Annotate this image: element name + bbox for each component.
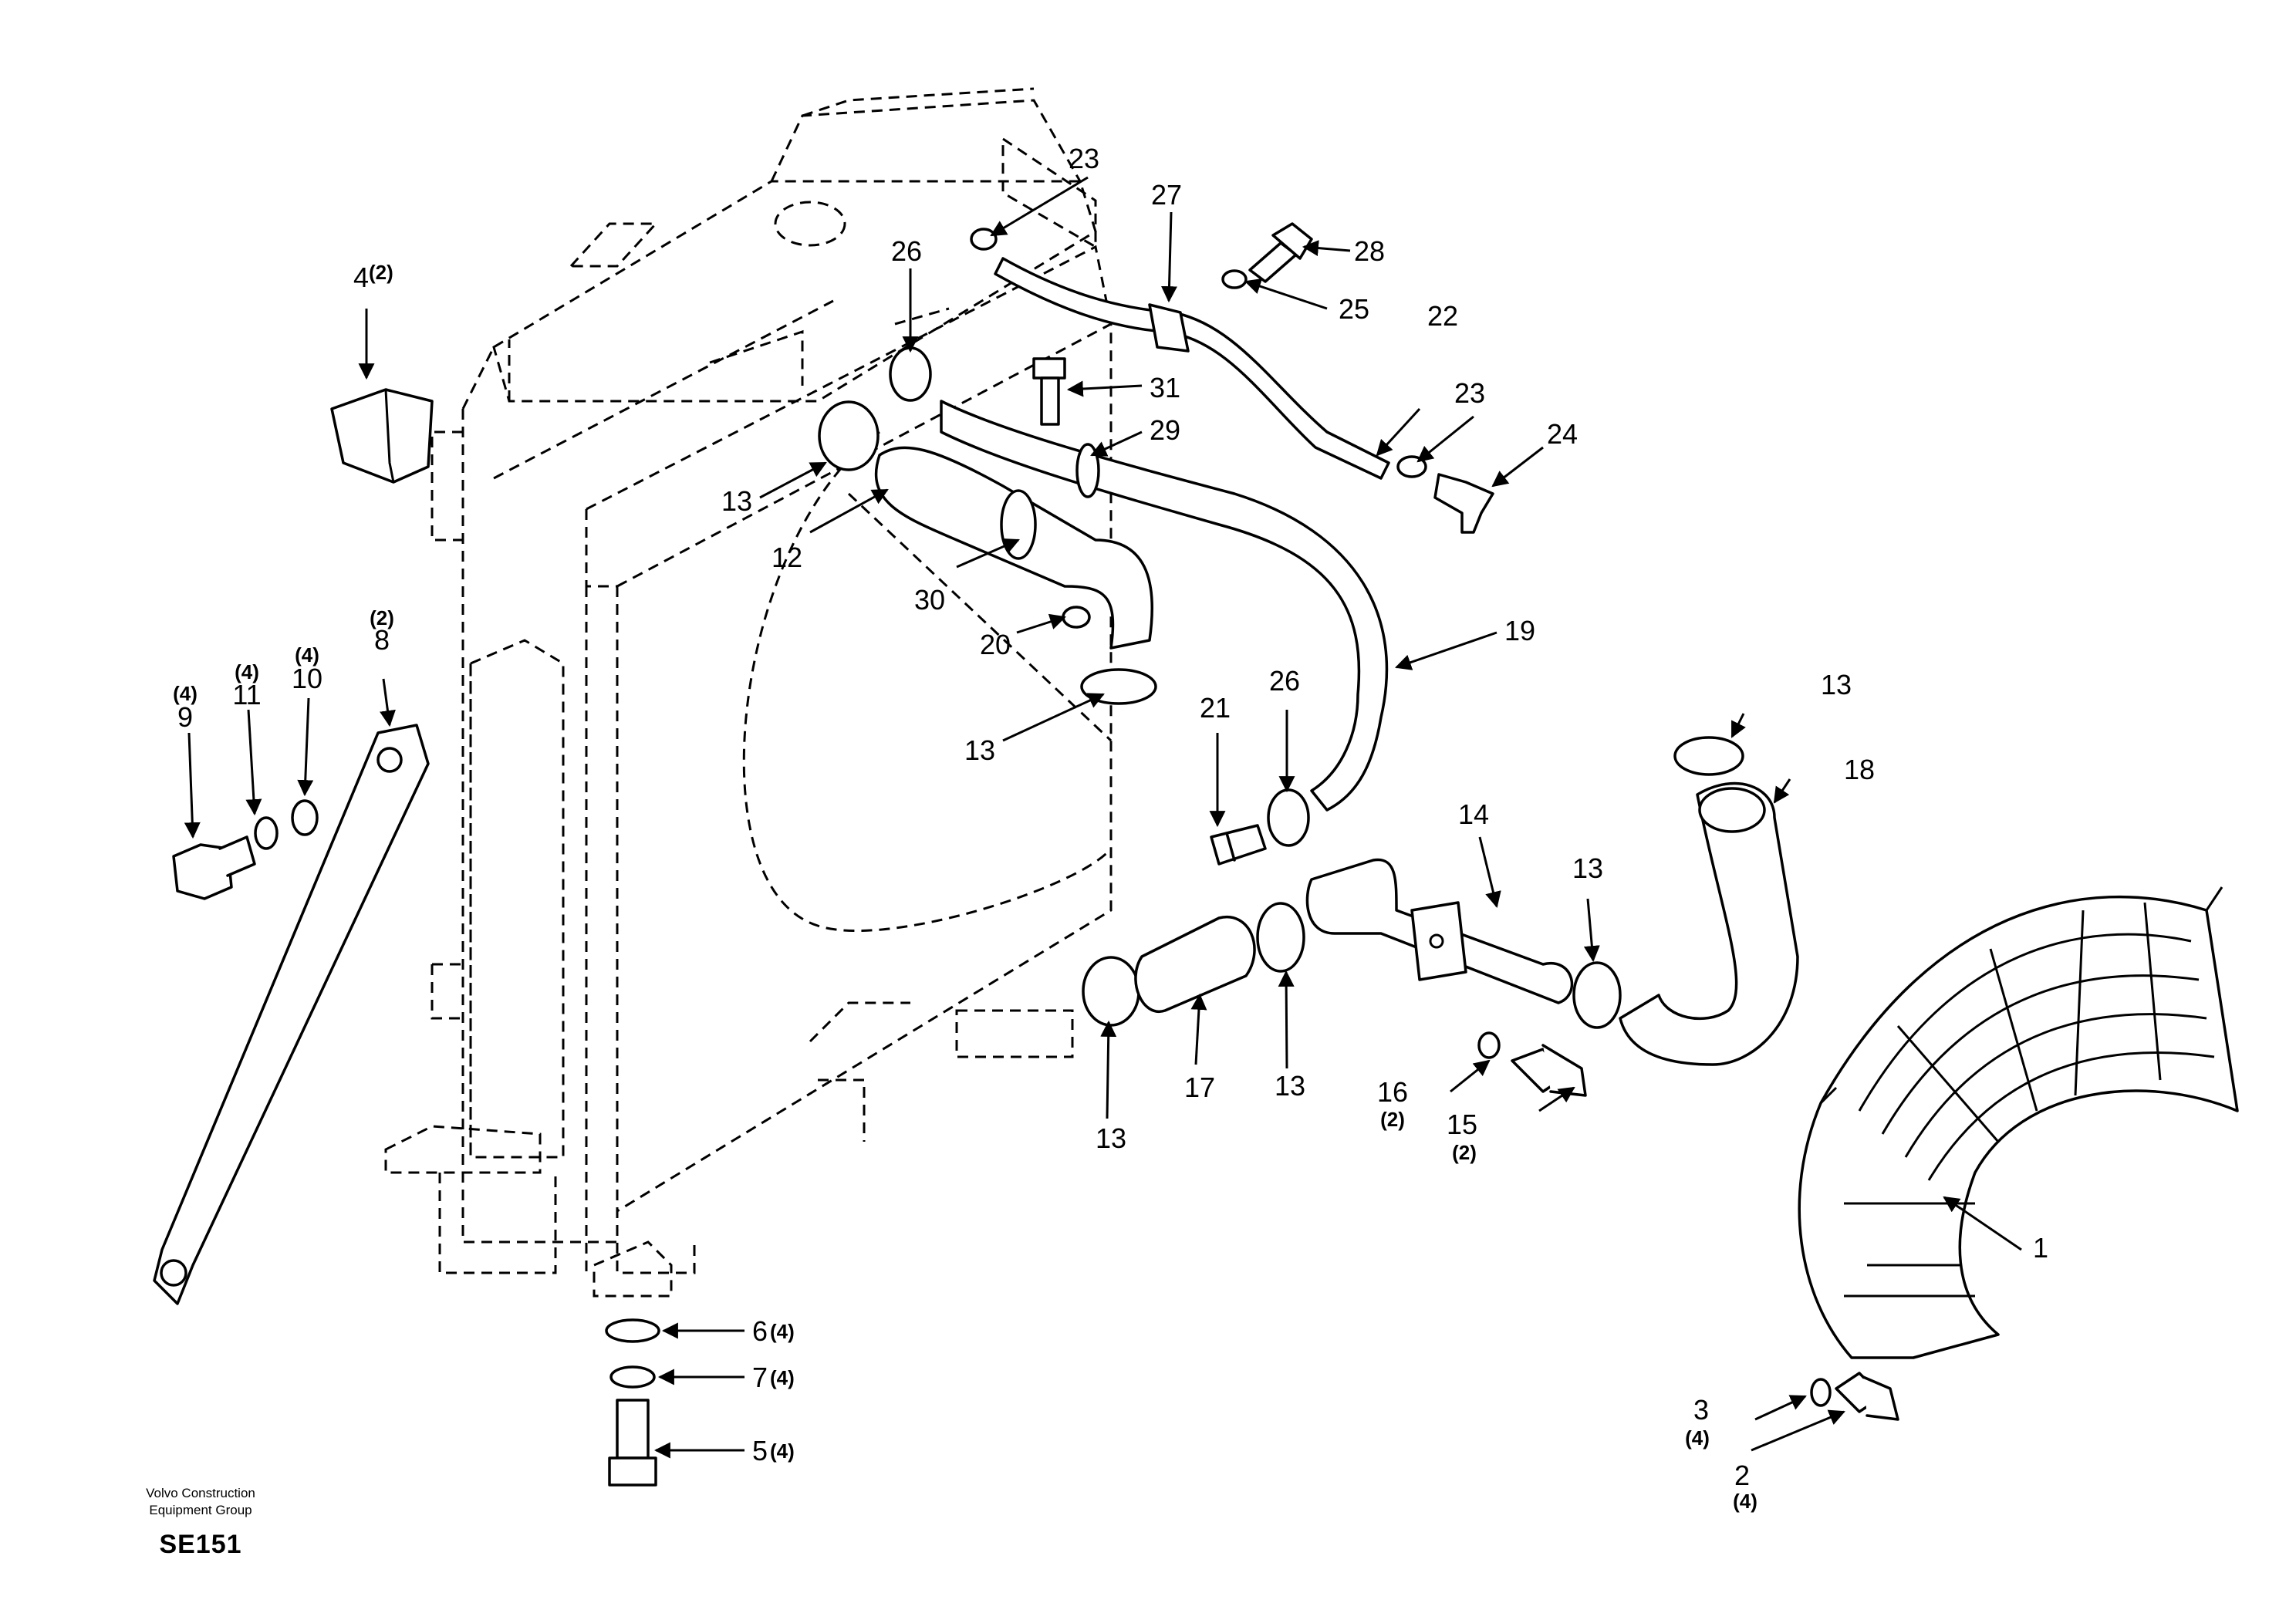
callout-2-number: 2 <box>1734 1460 1750 1491</box>
callout-5-number: 5 <box>752 1435 768 1466</box>
callout-20-number: 20 <box>980 629 1011 660</box>
callout-13-number-a: 13 <box>721 485 752 517</box>
part-4-cushion <box>330 388 434 484</box>
callout-19-number: 19 <box>1504 615 1535 646</box>
part-17-straight-hose <box>1134 915 1256 1014</box>
callout-labels: 1 2 (4) 3 (4) 4 (2) 5 (4) 6 (4) 7 (4) (2… <box>173 143 2048 1513</box>
part-3-washer <box>1810 1378 1832 1407</box>
callout-13-number-f: 13 <box>1821 669 1852 700</box>
footer: Volvo Construction Equipment Group SE151 <box>116 1485 285 1560</box>
part-28-bolt <box>1248 222 1313 283</box>
callout-21-number: 21 <box>1200 692 1231 724</box>
callout-3-qty: (4) <box>1685 1426 1710 1450</box>
callout-13-number-e: 13 <box>1572 852 1603 884</box>
part-13-clamp-f <box>1673 736 1744 776</box>
callout-8-number: 8 <box>374 624 390 656</box>
callout-16-number: 16 <box>1377 1076 1408 1108</box>
callout-9-number: 9 <box>177 701 193 733</box>
part-13-clamp-e <box>1572 961 1622 1029</box>
part-29-clamp <box>1075 443 1100 498</box>
callout-11-number: 11 <box>232 679 261 710</box>
part-6-washer <box>605 1318 660 1343</box>
callout-24-number: 24 <box>1547 418 1578 450</box>
part-13-clamp-a <box>818 400 880 471</box>
callout-11-qty: (4) <box>235 660 259 683</box>
callout-28-number: 28 <box>1354 235 1385 267</box>
part-20-nut <box>1062 606 1091 629</box>
callout-30-number: 30 <box>914 584 945 616</box>
part-19-bypass-hose <box>940 400 1389 812</box>
radiator-assembly <box>384 87 1113 1298</box>
callout-9-qty: (4) <box>173 682 198 705</box>
callout-16-qty: (2) <box>1380 1108 1405 1131</box>
callout-3-number: 3 <box>1693 1394 1709 1426</box>
drawing-code: SE151 <box>159 1530 242 1559</box>
callout-15-qty: (2) <box>1452 1141 1477 1164</box>
part-27-clip <box>1148 303 1190 353</box>
callout-25-number: 25 <box>1339 293 1369 325</box>
callout-26-number-a: 26 <box>891 235 922 267</box>
callout-17-number: 17 <box>1184 1072 1215 1103</box>
part-16-washer <box>1477 1031 1501 1059</box>
callout-23-number-a: 23 <box>1069 143 1099 174</box>
part-30-clamp <box>1000 489 1037 560</box>
callout-14-number: 14 <box>1458 798 1489 830</box>
part-22-small-hose <box>994 257 1390 480</box>
callout-6-number: 6 <box>752 1315 768 1347</box>
leader-lines <box>184 176 2022 1459</box>
part-18-lower-hose <box>1619 781 1799 1066</box>
callout-18-number: 18 <box>1844 754 1875 785</box>
part-11-spring-washer <box>254 816 279 850</box>
callout-5-qty: (4) <box>770 1439 795 1463</box>
callout-23-number-b: 23 <box>1454 377 1485 409</box>
callout-15-number: 15 <box>1447 1109 1477 1140</box>
part-10-washer <box>291 799 319 836</box>
callout-12-number: 12 <box>772 542 802 573</box>
callout-2-qty: (4) <box>1733 1490 1757 1513</box>
part-31-bolt <box>1032 357 1066 426</box>
part-21-nipple <box>1210 824 1267 866</box>
part-2-bolt <box>1835 1372 1899 1421</box>
part-5-bolt <box>608 1399 657 1487</box>
callout-8-qty: (2) <box>370 606 394 629</box>
callout-13-number-c: 13 <box>1096 1122 1126 1154</box>
company-name-line-2: Equipment Group <box>149 1503 252 1517</box>
part-13-clamp-c <box>1082 956 1140 1027</box>
part-24-elbow <box>1433 473 1494 534</box>
callout-26-number-b: 26 <box>1269 665 1300 697</box>
part-18-hose-end <box>1698 787 1766 833</box>
part-15-bolt <box>1511 1044 1587 1097</box>
callout-1-number: 1 <box>2033 1232 2048 1264</box>
company-name-line-1: Volvo Construction <box>146 1486 255 1500</box>
callout-29-number: 29 <box>1150 414 1180 446</box>
part-1-fan-guard <box>1798 886 2239 1359</box>
callout-22-number: 22 <box>1427 300 1458 332</box>
part-7-spring-washer <box>609 1365 656 1389</box>
callout-7-qty: (4) <box>770 1366 795 1389</box>
callout-4-number: 4 <box>353 262 369 293</box>
part-25-washer <box>1221 269 1248 289</box>
part-26-clamp-a <box>889 346 932 402</box>
callout-31-number: 31 <box>1150 372 1180 403</box>
part-26-clamp-b <box>1267 788 1310 847</box>
callout-13-number-b: 13 <box>964 734 995 766</box>
callout-4-qty: (2) <box>369 261 393 284</box>
part-13-clamp-d <box>1256 902 1305 973</box>
part-14-pipe <box>1305 858 1574 1004</box>
callout-10-number: 10 <box>292 663 322 694</box>
callout-6-qty: (4) <box>770 1320 795 1343</box>
callout-27-number: 27 <box>1151 179 1182 211</box>
part-8-stay-rod <box>153 724 430 1305</box>
callout-10-qty: (4) <box>295 643 319 667</box>
part-9-bolt <box>172 835 256 900</box>
callout-13-number-d: 13 <box>1275 1070 1305 1102</box>
callout-7-number: 7 <box>752 1362 768 1393</box>
part-23-clamp-a <box>970 228 998 251</box>
